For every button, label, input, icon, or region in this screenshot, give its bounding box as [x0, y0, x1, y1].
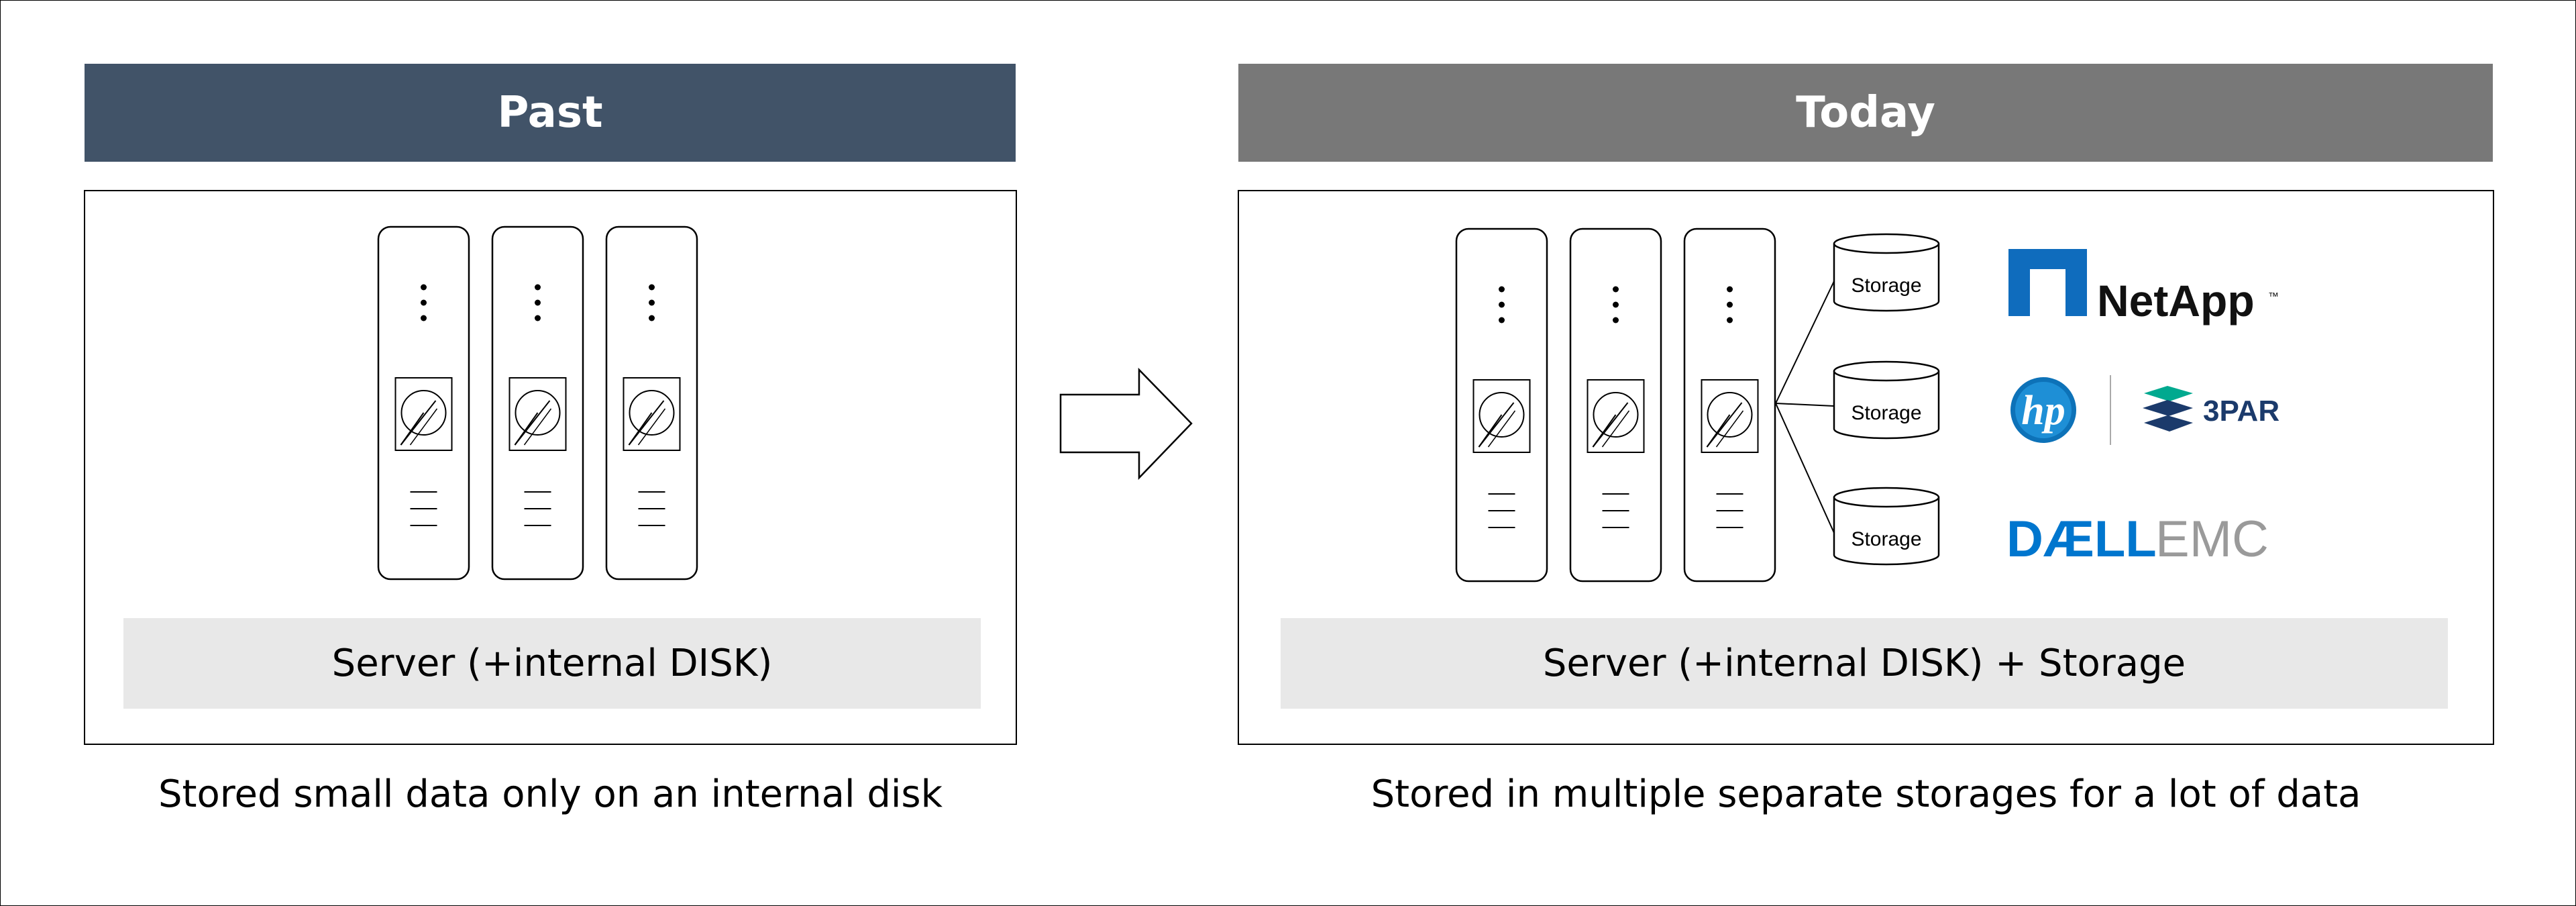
ellipsis-icon	[1613, 286, 1619, 323]
ellipsis-icon	[649, 284, 655, 321]
storage-label: Storage	[1851, 402, 1921, 424]
past-caption: Stored small data only on an internal di…	[158, 772, 943, 816]
hard-disk-icon	[623, 377, 681, 451]
storage-label: Storage	[1851, 274, 1921, 297]
vent-lines-icon	[1602, 493, 1629, 528]
hard-disk-icon	[1472, 379, 1531, 453]
connection-line	[1775, 281, 1835, 404]
past-server-label-text: Server (+internal DISK)	[331, 642, 773, 685]
netapp-mark-icon	[2008, 249, 2087, 316]
today-header: Today	[1238, 64, 2493, 162]
ellipsis-icon	[535, 284, 541, 321]
storage-label: Storage	[1851, 528, 1921, 550]
past-title: Past	[497, 88, 603, 138]
ellipsis-icon	[421, 284, 427, 321]
storage-connections	[1775, 281, 1835, 534]
hard-disk-icon	[1701, 379, 1759, 453]
hp-logo: hp	[2010, 377, 2076, 443]
hard-disk-icon	[1587, 379, 1645, 453]
hard-disk-icon	[508, 377, 567, 451]
ellipsis-icon	[1499, 286, 1505, 323]
dellemc-logo: DÆLL EMC	[2006, 511, 2269, 568]
threepar-mark-icon	[2144, 386, 2193, 401]
transition-arrow-icon	[1059, 367, 1193, 481]
past-header: Past	[85, 64, 1016, 162]
hp-wordmark: hp	[2021, 388, 2065, 434]
past-server-label: Server (+internal DISK)	[123, 618, 981, 709]
storage-cylinder: Storage	[1833, 487, 1940, 566]
connection-line	[1775, 403, 1835, 534]
today-server-rack	[1455, 228, 1776, 583]
emc-wordmark: EMC	[2155, 511, 2269, 568]
trademark-mark: ™	[2268, 291, 2279, 303]
vent-lines-icon	[1716, 493, 1743, 528]
ellipsis-icon	[1727, 286, 1733, 323]
server-tower	[1455, 228, 1548, 583]
vent-lines-icon	[524, 491, 551, 526]
hard-disk-icon	[394, 377, 453, 451]
vent-lines-icon	[1488, 493, 1515, 528]
vent-lines-icon	[638, 491, 665, 526]
today-server-label: Server (+internal DISK) + Storage	[1281, 618, 2448, 709]
threepar-mark-layer	[2143, 400, 2193, 416]
threepar-mark-layer	[2144, 415, 2193, 432]
netapp-logo: NetApp ™	[2008, 249, 2279, 325]
server-tower	[605, 225, 698, 581]
server-tower	[377, 225, 470, 581]
vent-lines-icon	[410, 491, 437, 526]
server-tower	[491, 225, 584, 581]
netapp-wordmark: NetApp	[2097, 276, 2255, 325]
dell-wordmark: DÆLL	[2006, 511, 2157, 568]
threepar-wordmark: 3PAR	[2203, 395, 2279, 427]
today-title: Today	[1796, 88, 1935, 138]
today-server-label-text: Server (+internal DISK) + Storage	[1542, 642, 2186, 685]
server-tower	[1683, 228, 1776, 583]
today-caption: Stored in multiple separate storages for…	[1371, 772, 2361, 816]
connection-line	[1775, 403, 1835, 407]
threepar-logo: 3PAR	[2143, 386, 2279, 432]
storage-cylinder: Storage	[1833, 360, 1940, 440]
server-tower	[1569, 228, 1662, 583]
past-server-rack	[377, 225, 698, 581]
storage-cylinder: Storage	[1833, 233, 1940, 312]
